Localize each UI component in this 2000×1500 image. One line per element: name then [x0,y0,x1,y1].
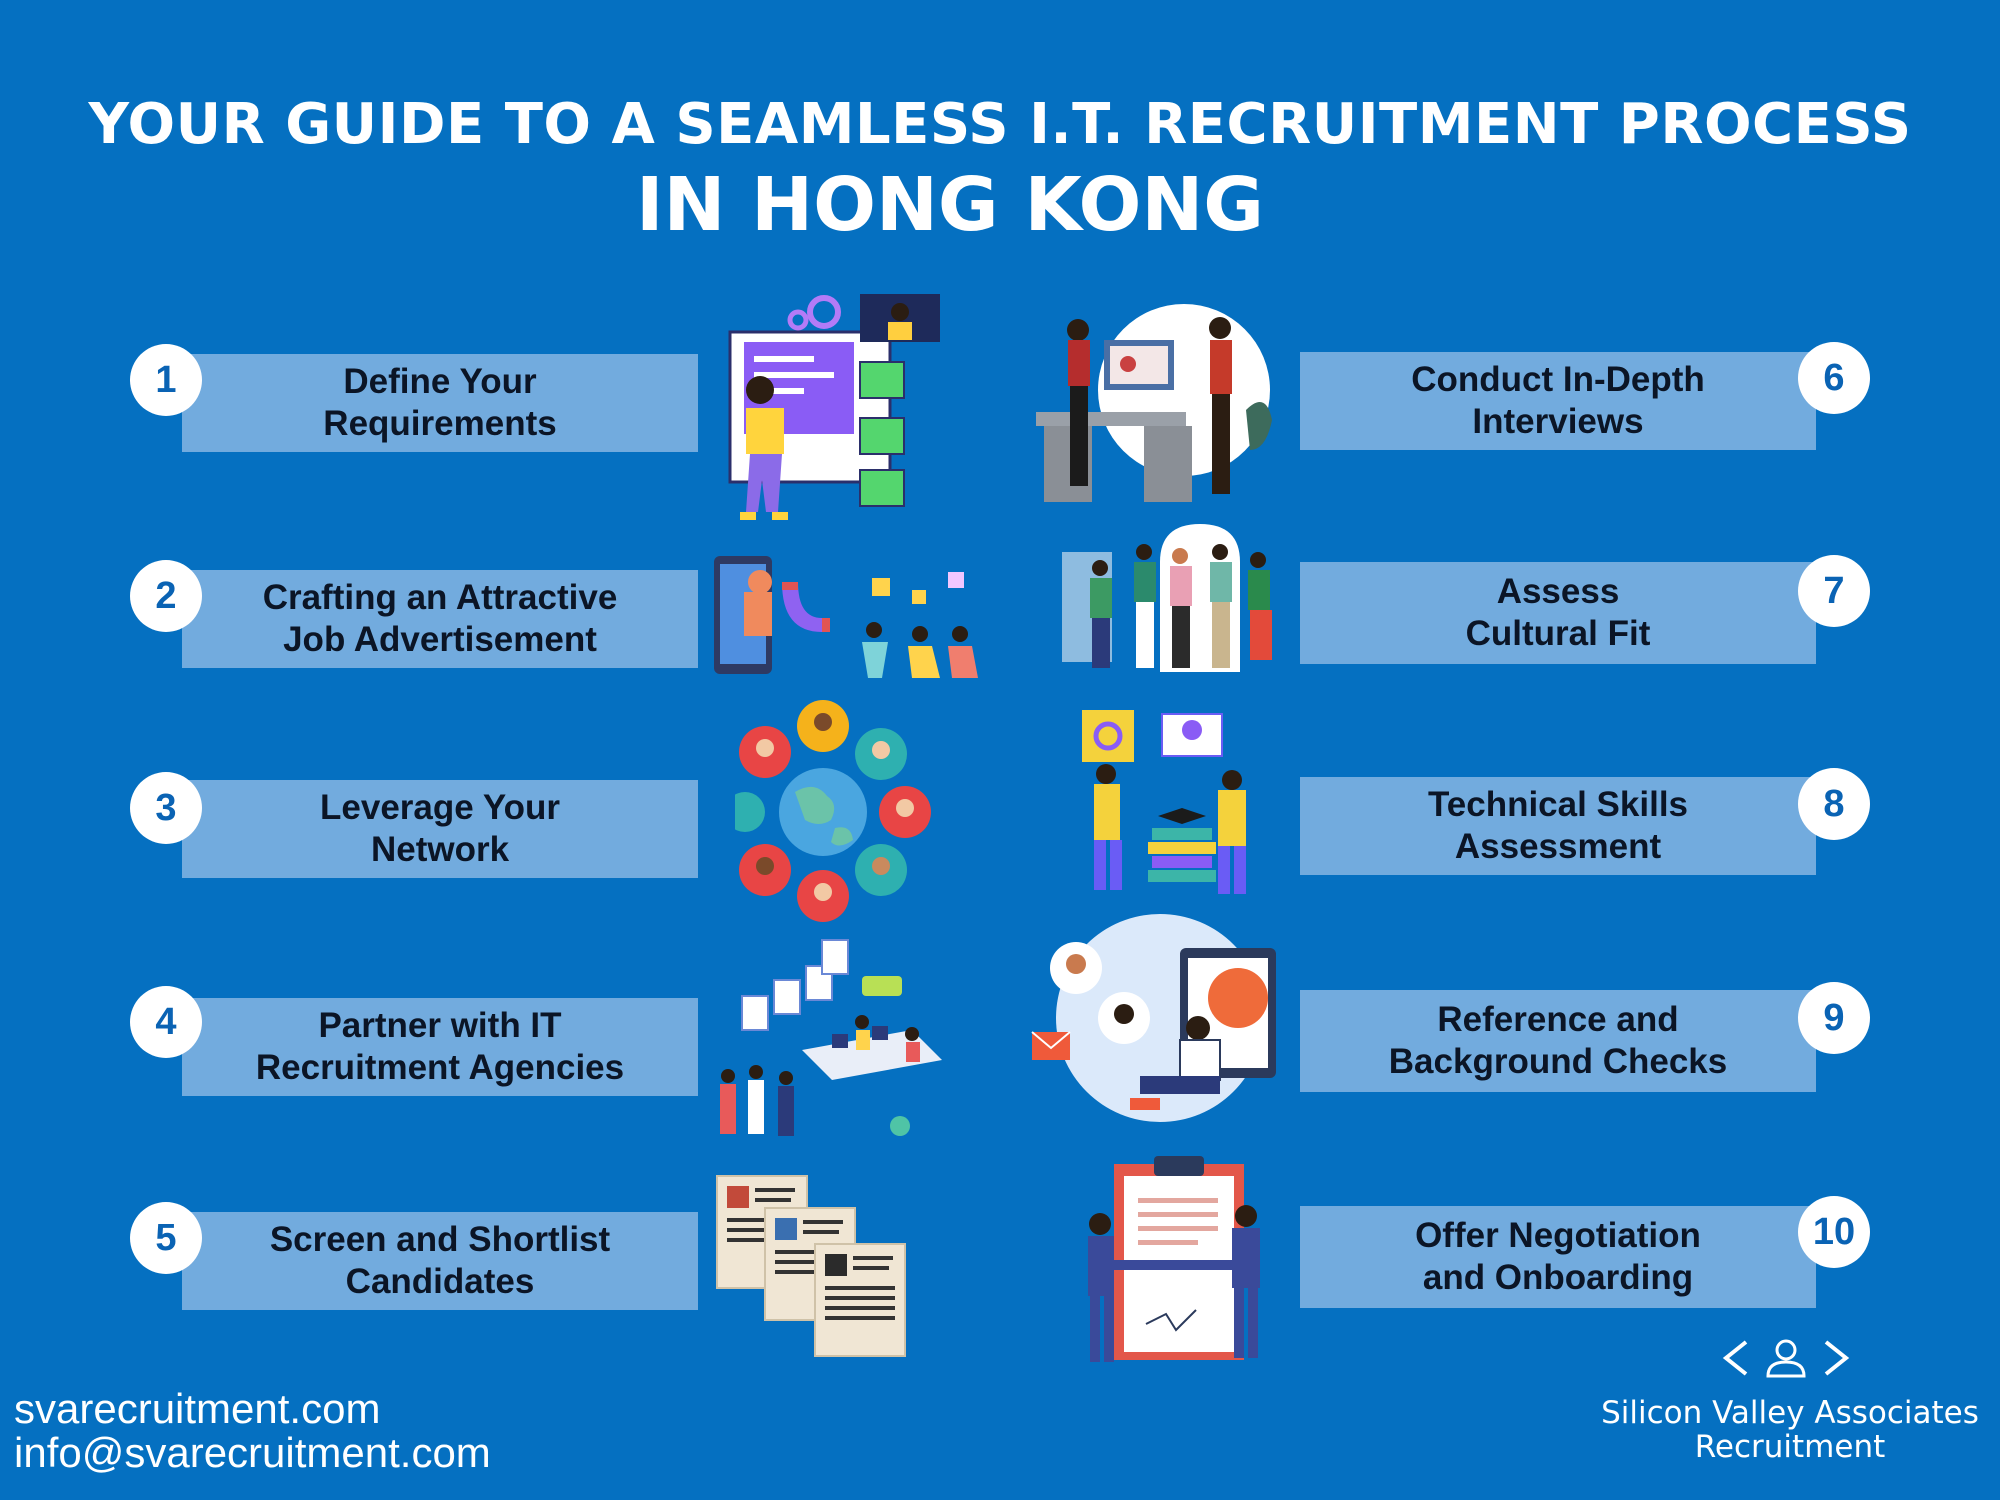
globe-network-icon [735,700,931,922]
brand-line-1: Silicon Valley Associates [1601,1395,1979,1431]
step-4-label: Partner with IT Recruitment Agencies [255,1006,625,1087]
magnet-attract-icon [714,556,978,678]
step-1-bar: Define Your Requirements [182,354,698,452]
step-4-number: 4 [130,986,202,1058]
step-5-bar: Screen and Shortlist Candidates [182,1212,698,1310]
step-1-label: Define Your Requirements [323,362,557,443]
team-group-icon [1062,524,1272,672]
whiteboard-planning-icon [728,294,940,520]
email-link[interactable]: info@svarecruitment.com [14,1429,491,1476]
skills-tools-icon [1082,710,1246,894]
page-title: YOUR GUIDE TO A SEAMLESS I.T. RECRUITMEN… [88,92,1912,157]
page-subtitle: IN HONG KONG [635,162,1265,248]
step-9-label: Reference and Background Checks [1388,1000,1728,1081]
step-8-number: 8 [1798,768,1870,840]
step-6-number: 6 [1798,342,1870,414]
step-6-bar: Conduct In-Depth Interviews [1300,352,1816,450]
step-5-number: 5 [130,1202,202,1274]
brand-line-2: Recruitment [1694,1429,1886,1465]
step-8-label: Technical Skills Assessment [1427,785,1689,866]
person-code-brackets-icon [1722,1339,1850,1378]
step-9-bar: Reference and Background Checks [1300,990,1816,1092]
step-7-bar: Assess Cultural Fit [1300,562,1816,664]
step-9-number: 9 [1798,982,1870,1054]
step-2-bar: Crafting an Attractive Job Advertisement [182,570,698,668]
step-8-bar: Technical Skills Assessment [1300,777,1816,875]
step-10-label: Offer Negotiation and Onboarding [1415,1216,1701,1297]
step-1-number: 1 [130,344,202,416]
step-3-label: Leverage Your Network [320,788,560,869]
step-3-bar: Leverage Your Network [182,780,698,878]
brand-name: Silicon Valley Associates Recruitment [1580,1396,2000,1464]
step-4-bar: Partner with IT Recruitment Agencies [182,998,698,1096]
resume-stack-icon [716,1175,906,1357]
communication-icon [1031,914,1276,1122]
step-5-label: Screen and Shortlist Candidates [269,1220,611,1301]
step-10-bar: Offer Negotiation and Onboarding [1300,1206,1816,1308]
step-7-label: Assess Cultural Fit [1465,572,1651,653]
step-6-label: Conduct In-Depth Interviews [1411,360,1705,441]
step-2-label: Crafting an Attractive Job Advertisement [262,578,618,659]
step-2-number: 2 [130,560,202,632]
office-team-icon [720,939,942,1136]
website-link[interactable]: svarecruitment.com [14,1385,381,1432]
interview-icon [1036,304,1272,502]
step-10-number: 10 [1798,1196,1870,1268]
step-3-number: 3 [130,772,202,844]
handshake-contract-icon [1088,1156,1260,1362]
step-7-number: 7 [1798,555,1870,627]
